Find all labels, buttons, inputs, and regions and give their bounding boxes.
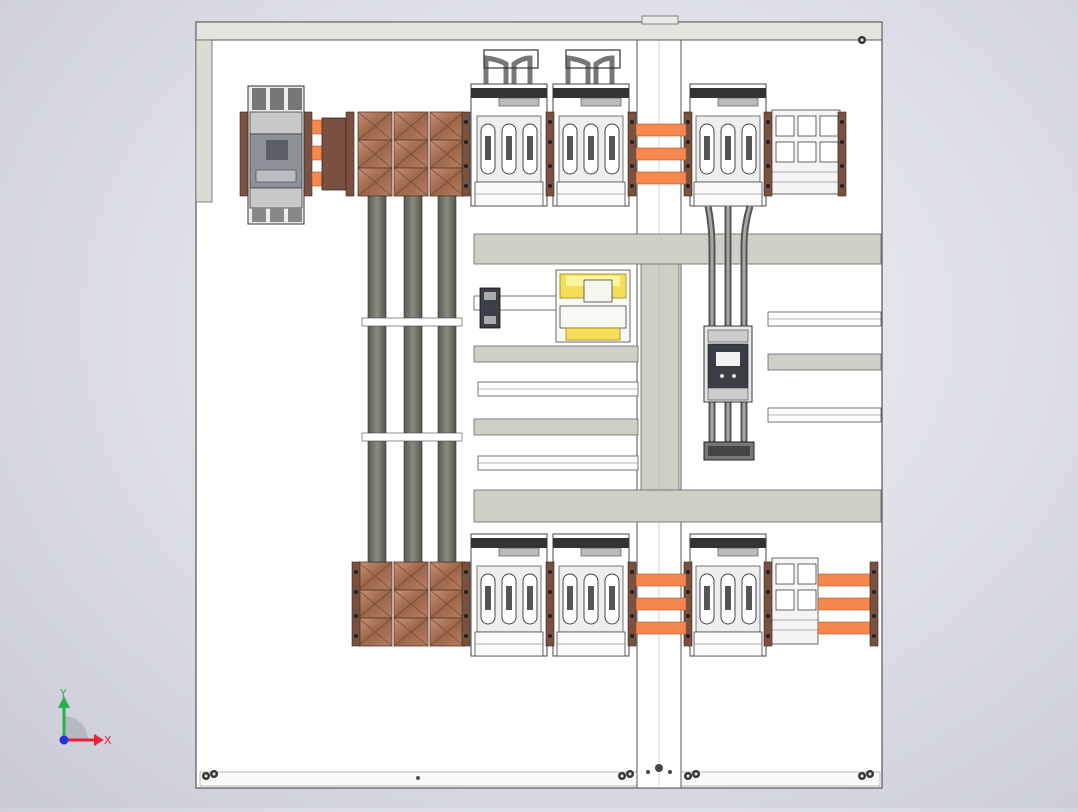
terminal-blocks-bottom bbox=[771, 557, 879, 647]
copper-block-top bbox=[357, 111, 465, 197]
small-relay[interactable] bbox=[479, 287, 501, 329]
axis-triad-icon: Y X bbox=[58, 687, 112, 747]
axis-x-label: X bbox=[104, 734, 112, 747]
contactor[interactable] bbox=[703, 325, 755, 461]
mounting-screws bbox=[202, 36, 874, 780]
vertical-duct bbox=[636, 39, 682, 789]
main-circuit-breaker[interactable] bbox=[239, 85, 313, 225]
vertical-cable-bundle bbox=[361, 195, 463, 563]
fuse-switch-row-top[interactable] bbox=[470, 49, 773, 207]
cable-ducts bbox=[473, 233, 882, 523]
fuse-switch-row-bottom[interactable] bbox=[470, 533, 773, 657]
terminal-blocks-top bbox=[771, 109, 847, 197]
copper-block-bottom bbox=[357, 561, 465, 647]
breaker-connector bbox=[311, 111, 355, 197]
axis-y-label: Y bbox=[59, 687, 67, 700]
control-transformer[interactable] bbox=[555, 269, 631, 343]
